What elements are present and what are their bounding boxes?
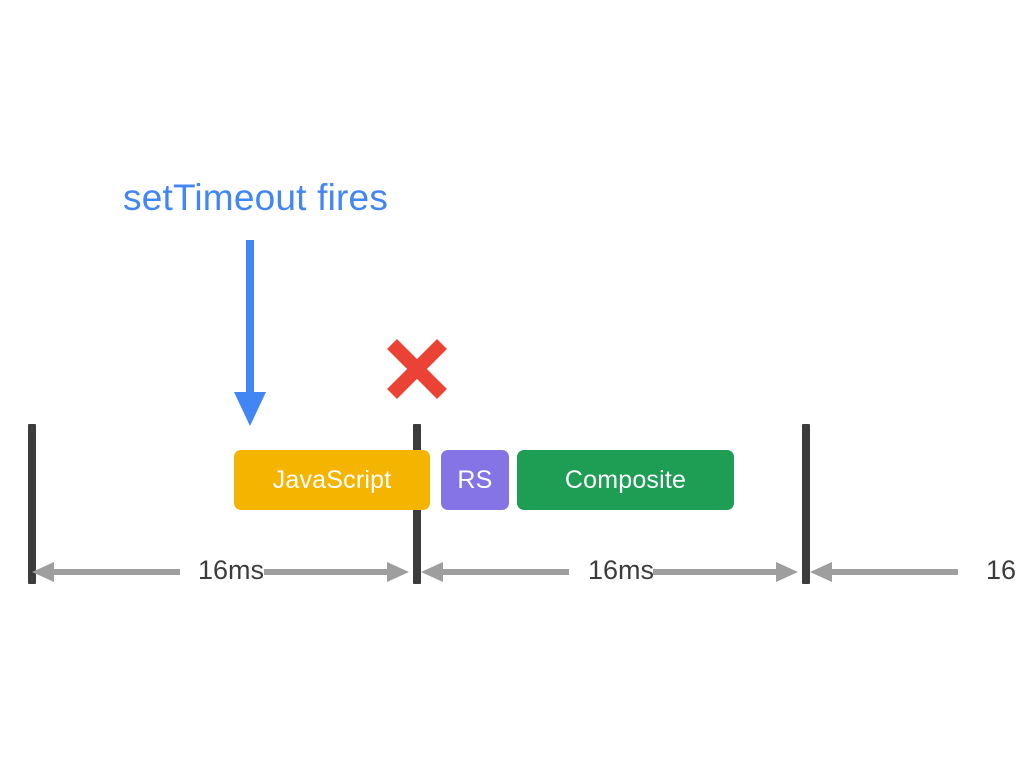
frame-duration-label-3: 16 bbox=[986, 555, 1017, 585]
task-bar-label: RS bbox=[457, 465, 493, 494]
settimeout-annotation-label: setTimeout fires bbox=[123, 177, 389, 218]
task-bar-label: JavaScript bbox=[272, 465, 392, 494]
frame-duration-measure-2 bbox=[421, 555, 798, 589]
frame-duration-measure-1 bbox=[32, 555, 409, 589]
task-bar-composite[interactable]: Composite bbox=[517, 450, 734, 510]
frame-duration-label-1: 16ms bbox=[198, 555, 265, 585]
frame-boundary-1 bbox=[28, 424, 36, 584]
frame-duration-measure-3 bbox=[810, 555, 1024, 589]
frame-duration-label-2: 16ms bbox=[588, 555, 655, 585]
red-x-mark bbox=[386, 338, 448, 400]
task-bar-rs[interactable]: RS bbox=[441, 450, 509, 510]
frame-boundary-3 bbox=[802, 424, 810, 584]
task-bar-javascript[interactable]: JavaScript bbox=[234, 450, 430, 510]
task-bar-label: Composite bbox=[564, 465, 687, 494]
downward-pointer-arrow bbox=[230, 240, 270, 428]
